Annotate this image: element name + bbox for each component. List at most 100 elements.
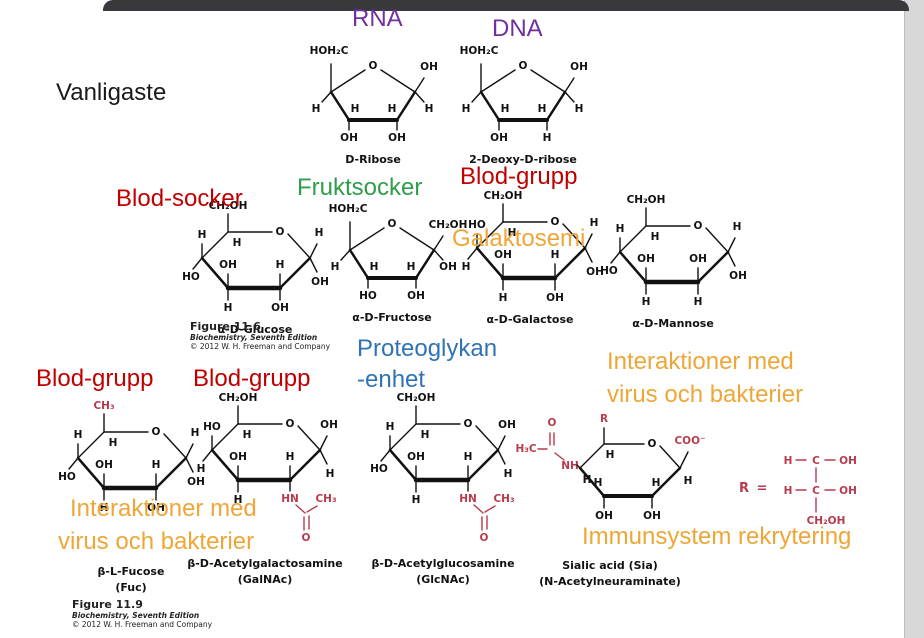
bond-line [584, 233, 593, 249]
bond-line [329, 90, 351, 122]
atom-label: OH [490, 132, 508, 144]
figure-book: Biochemistry, Seventh Edition [190, 333, 318, 342]
atom-label: OH [729, 270, 747, 282]
atom-label: H [74, 429, 83, 441]
bond-line [619, 225, 647, 253]
atom-label: CH₂OH [219, 392, 258, 404]
atom-label: HOH₂C [310, 45, 349, 57]
atom-label: OH [388, 132, 406, 144]
bond-line [480, 69, 516, 93]
atom-label: O [464, 418, 473, 430]
bond-line [479, 90, 501, 122]
atom-label: OH [498, 419, 516, 431]
annotation-blod-socker: Blod-socker [116, 185, 243, 212]
bond-line [154, 456, 188, 490]
bond-line [610, 251, 621, 264]
atom-label: OH [95, 459, 113, 471]
atom-label: OH [637, 253, 655, 265]
atom-label: CH₂OH [807, 515, 846, 527]
atom-label: H [315, 227, 324, 239]
atom-label: OH [407, 451, 425, 463]
atom-label: HO [182, 271, 200, 283]
atom-label: O [694, 220, 703, 232]
bond-line [475, 425, 499, 451]
atom-label: O [548, 417, 557, 429]
bond-line [76, 456, 106, 490]
bond-line [211, 423, 239, 451]
atom-label: H₃C [515, 443, 536, 455]
atom-label: HO [370, 463, 388, 475]
bond-line [497, 449, 506, 465]
atom-label: OH [643, 510, 661, 522]
atom-label: O [519, 60, 528, 72]
atom-label: H [508, 227, 517, 239]
atom-label: H [694, 296, 703, 308]
bond-line [433, 249, 444, 261]
bond-line [564, 91, 575, 103]
atom-label: COO⁻ [674, 435, 705, 447]
figure-number: Figure 11.6 [190, 320, 261, 333]
atom-label: H [286, 451, 295, 463]
atom-label: OH [147, 502, 165, 514]
bond-line [579, 443, 605, 469]
atom-label: H [583, 474, 592, 486]
bond-line [466, 448, 500, 482]
atom-label: OH [340, 132, 358, 144]
atom-label: H [590, 217, 599, 229]
atom-label: C [812, 455, 820, 467]
atom-label: OH [219, 259, 237, 271]
atom-label: OH [595, 510, 613, 522]
atom-label: O [276, 226, 285, 238]
figure-copyright: © 2012 W. H. Freeman and Company [72, 620, 213, 629]
annotation-dna: DNA [492, 15, 543, 42]
bond-line [564, 77, 575, 93]
bond-line [578, 466, 606, 498]
atom-label: H [388, 103, 397, 115]
bond-line [727, 237, 736, 253]
atom-label: H [651, 231, 660, 243]
bond-line [705, 227, 729, 253]
atom-label: H [784, 485, 793, 497]
atom-label: CH₃ [493, 493, 514, 505]
bond-line [77, 431, 105, 459]
bond-line [321, 91, 332, 103]
atom-label: O [152, 426, 161, 438]
figure-number: Figure 11.9 [72, 598, 143, 611]
atom-label: R [739, 481, 749, 496]
atom-label: O [480, 532, 489, 544]
bond-line [395, 90, 417, 122]
molecule-caption-2: (N-Acetylneuraminate) [539, 574, 681, 588]
bond-line [200, 256, 230, 290]
bond-line [278, 256, 312, 290]
atom-label: H [462, 261, 471, 273]
annotation-rna: RNA [352, 5, 403, 32]
atom-label: OH [271, 302, 289, 314]
annotation-galaktosemi: Galaktosemi [452, 225, 586, 252]
atom-label: H [504, 468, 513, 480]
bond-line [288, 448, 322, 482]
bond-line [380, 69, 416, 93]
atom-label: NH [561, 460, 579, 472]
bond-line [473, 504, 484, 514]
bond-line [192, 257, 203, 270]
atom-label: OH [320, 419, 338, 431]
bond-line [727, 251, 736, 267]
